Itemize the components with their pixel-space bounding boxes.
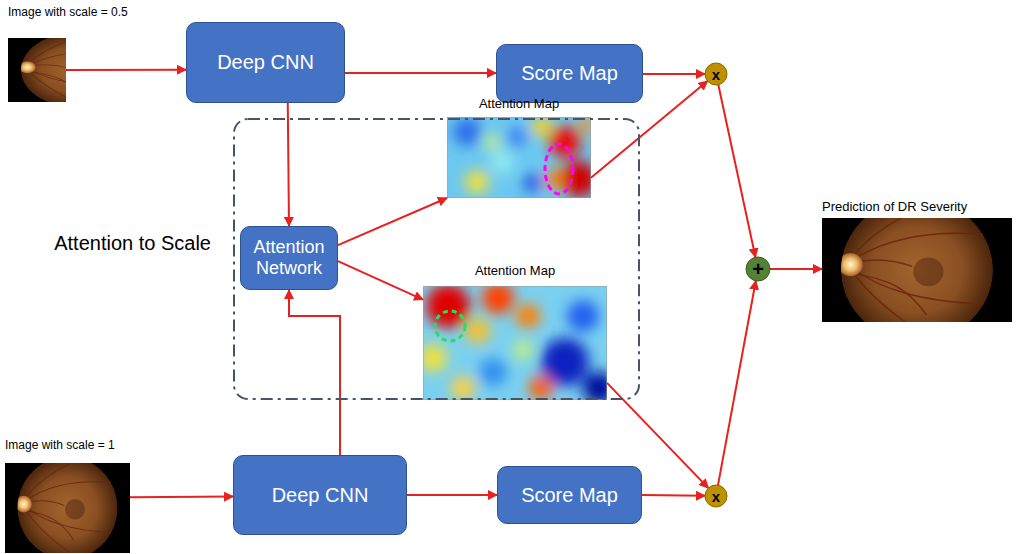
attention-heatmap-part-part <box>523 174 541 192</box>
attention-heatmap-part-part <box>549 126 581 158</box>
arrow-connector <box>130 496 233 499</box>
arrow-connector <box>770 268 822 270</box>
attention-heatmap-part-part <box>484 134 500 150</box>
region-border <box>234 119 639 399</box>
attention-heatmap-part-part <box>529 376 553 400</box>
attention-heatmap-part-part <box>507 127 527 147</box>
image-heading: Attention Map <box>475 264 555 279</box>
image-panel: Image with scale = 1 <box>5 463 130 553</box>
attention-heatmap-part-part <box>479 358 507 386</box>
attention-heatmap-part <box>447 117 591 198</box>
attention-heatmap-part-part <box>465 170 489 194</box>
arrow-connector <box>407 494 497 496</box>
operator-circle: x <box>704 62 728 86</box>
box-label: Score Map <box>521 484 618 507</box>
image-panel: Prediction of DR Severity <box>822 218 1012 322</box>
arrow-connector <box>718 281 756 485</box>
arrow-connector <box>288 103 289 226</box>
group-label: Attention to Scale <box>54 232 211 255</box>
attention-heatmap-part-part <box>482 282 514 314</box>
attention-heatmap-part <box>419 282 615 404</box>
attention-heatmap-part-part <box>426 284 470 328</box>
box-label: Deep CNN <box>272 484 369 507</box>
attention-heatmap-part <box>453 117 597 197</box>
process-box: Attention Network <box>240 226 338 290</box>
attention-heatmap-part-part <box>466 319 490 343</box>
process-box: Deep CNN <box>233 455 407 535</box>
image-heading: Image with scale = 0.5 <box>8 6 128 20</box>
fundus-image <box>5 457 130 554</box>
fundus-image <box>822 198 1012 341</box>
attention-heatmap-part <box>423 286 607 400</box>
group-region: Attention NetworkAttention MapAttention … <box>233 118 640 400</box>
arrow-connector <box>643 73 705 75</box>
arrow-connector <box>338 198 447 245</box>
operator-symbol: x <box>704 62 728 86</box>
image-panel: Attention Map <box>423 286 607 400</box>
fundus-image-part <box>5 457 130 554</box>
operator-circle-fill <box>746 257 770 281</box>
process-box: Score Map <box>496 44 643 103</box>
arrow-connector <box>66 69 186 71</box>
attention-heatmap-part <box>545 144 573 194</box>
arrow-connector <box>289 290 340 455</box>
box-label: Score Map <box>521 62 618 85</box>
image-panel: Attention Map <box>447 117 591 198</box>
image-heading: Attention Map <box>479 97 559 112</box>
attention-heatmap-part <box>435 311 465 341</box>
operator-circle: x <box>704 484 728 508</box>
attention-heatmap-part-part <box>453 118 481 146</box>
process-box: Score Map <box>497 466 642 524</box>
arrow-connector <box>338 261 423 299</box>
box-label: Attention Network <box>247 237 331 278</box>
fundus-image-part <box>822 198 1012 341</box>
attention-heatmap-part-part <box>513 340 533 360</box>
attention-heatmap <box>447 117 597 198</box>
operator-circle: + <box>745 256 771 282</box>
process-box: Deep CNN <box>186 22 345 103</box>
image-panel: Image with scale = 0.5 <box>8 38 66 102</box>
arrow-connector <box>642 494 705 497</box>
image-heading: Image with scale = 1 <box>5 439 115 453</box>
arrow-connector <box>718 85 755 258</box>
operator-circle-fill <box>705 63 727 85</box>
attention-heatmap-part-part <box>490 150 514 174</box>
operator-circle-fill <box>705 485 727 507</box>
attention-heatmap-part-part <box>516 304 540 328</box>
operator-symbol: + <box>745 256 771 282</box>
attention-heatmap <box>419 282 615 404</box>
operator-symbol: x <box>704 484 728 508</box>
attention-heatmap-part-part <box>567 300 599 332</box>
image-heading: Prediction of DR Severity <box>822 200 967 215</box>
arrow-connector <box>345 72 496 74</box>
box-label: Deep CNN <box>217 51 314 74</box>
attention-heatmap-part-part <box>451 376 475 400</box>
